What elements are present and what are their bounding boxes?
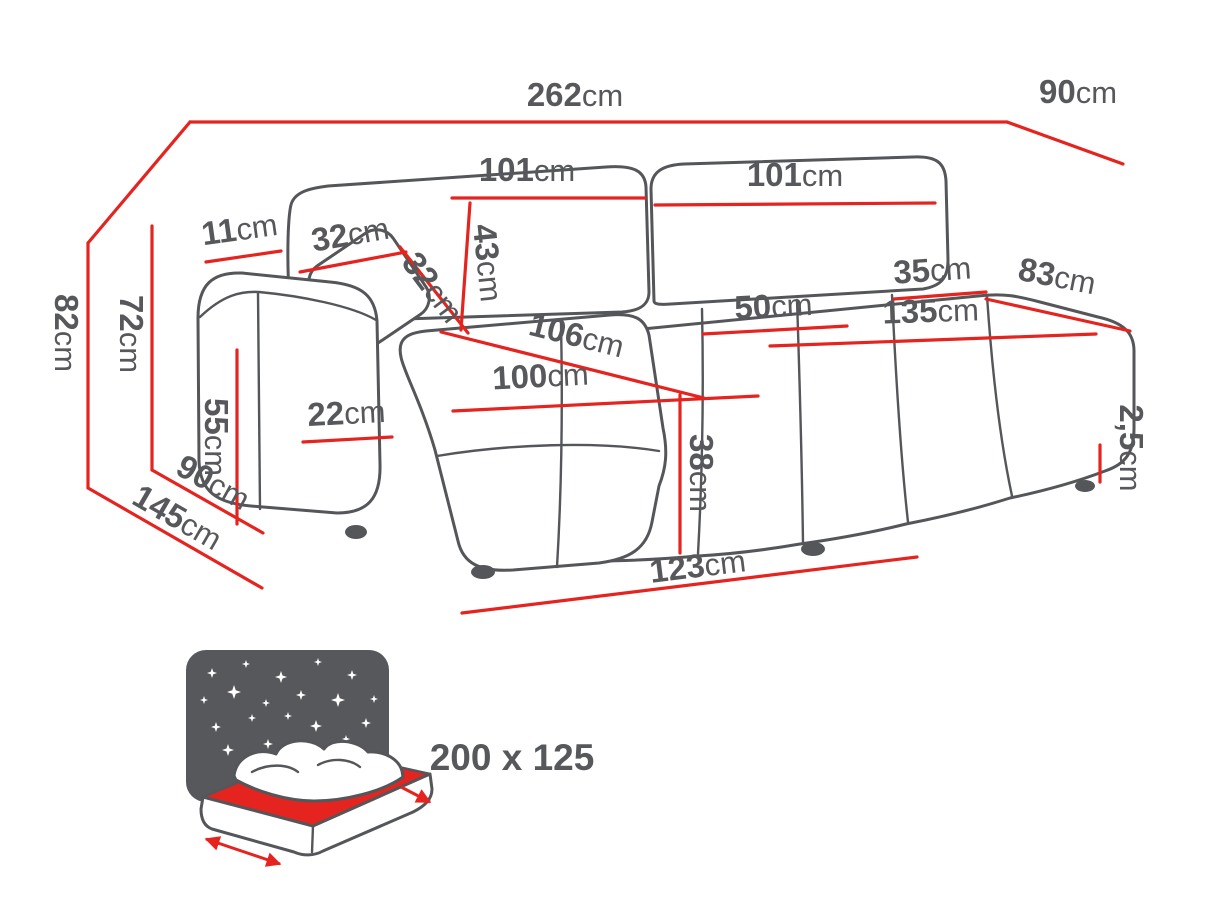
dim-label-total-width: 262cm bbox=[527, 76, 623, 113]
dim-label-armrest-front-width: 22cm bbox=[306, 392, 386, 433]
dim-line-pillow-height bbox=[398, 245, 470, 335]
sofa-leg bbox=[1075, 480, 1095, 492]
dim-line-back-gap-right bbox=[892, 290, 988, 301]
sofa-seat-seam bbox=[795, 298, 805, 545]
dim-line-front-width bbox=[460, 555, 919, 615]
dim-line-seat-width-right bbox=[768, 332, 1098, 348]
sofa-armrest-ridge bbox=[198, 290, 378, 322]
dim-label-seat-height: 55cm bbox=[198, 398, 235, 476]
sofa-seat-seam bbox=[985, 294, 1014, 498]
dim-label-total-height: 82cm bbox=[48, 294, 85, 372]
dim-label-total-depth: 90cm bbox=[1039, 73, 1117, 110]
sofa-armrest bbox=[196, 271, 382, 515]
dim-line-seat-depth bbox=[701, 324, 849, 336]
sofa-seat-seam bbox=[696, 307, 704, 556]
dim-label-chaise-width: 100cm bbox=[491, 355, 589, 397]
dimension-labels: 262cm 90cm 82cm 72cm 55cm 145cm 90cm 11c… bbox=[48, 73, 1150, 590]
dim-line-pillow-width bbox=[298, 250, 408, 274]
sofa-chaise-crease bbox=[435, 443, 661, 458]
sofa-illustration bbox=[196, 155, 1136, 579]
dim-line-depth-with-chaise bbox=[86, 486, 264, 590]
dim-label-side-depth-right: 83cm bbox=[1015, 250, 1099, 301]
fold-out-arrow-left bbox=[204, 836, 282, 867]
sofa-seat-seam bbox=[890, 293, 910, 524]
dim-line-total-depth bbox=[1005, 120, 1125, 166]
dim-line-side-depth-right bbox=[984, 297, 1132, 333]
dimension-lines bbox=[86, 120, 1132, 615]
sofa-leg bbox=[801, 542, 825, 556]
dim-line-chaise-length bbox=[439, 330, 706, 400]
sofa-chaise-seam bbox=[555, 321, 563, 569]
blanket-fold bbox=[250, 764, 300, 774]
dim-label-back-gap-right: 35cm bbox=[892, 248, 972, 290]
dim-line-box-edge-left bbox=[86, 120, 192, 245]
dim-label-backrest-height: 43cm bbox=[466, 222, 511, 303]
dim-line-chaise-depth bbox=[150, 468, 265, 535]
sofa-chaise bbox=[398, 313, 668, 572]
dim-label-pillow-width: 32cm bbox=[308, 209, 391, 259]
sleeping-area-icon: 200 x 125 bbox=[186, 650, 595, 867]
dim-line-backrest-height bbox=[459, 201, 472, 332]
dim-line-armrest-top-width bbox=[204, 249, 283, 264]
dim-label-armrest-top-width: 11cm bbox=[199, 205, 280, 252]
sofa-back-cushion-right bbox=[649, 155, 950, 306]
sofa-leg bbox=[471, 565, 495, 579]
dim-label-front-width: 123cm bbox=[648, 541, 748, 589]
dim-line-chaise-width bbox=[451, 394, 760, 413]
sofa-armrest-corner bbox=[256, 291, 262, 511]
mattress-front-corner bbox=[310, 824, 315, 854]
sofa-leg bbox=[345, 525, 367, 539]
dim-label-armrest-height: 72cm bbox=[113, 295, 150, 373]
dim-label-leg-height: 2,5cm bbox=[1113, 404, 1150, 491]
dim-line-armrest-front-width bbox=[301, 435, 394, 444]
sleeping-size-label: 200 x 125 bbox=[430, 737, 595, 778]
dim-label-seat-front-height: 38cm bbox=[683, 434, 720, 512]
dim-label-back-cushion-left: 101cm bbox=[479, 151, 575, 188]
dim-label-back-cushion-right: 101cm bbox=[747, 156, 843, 193]
fold-out-arrow-right bbox=[400, 785, 432, 804]
dim-label-seat-depth: 50cm bbox=[733, 285, 813, 326]
bed-blanket bbox=[232, 739, 405, 803]
dim-label-seat-width-right: 135cm bbox=[882, 290, 980, 330]
blanket-fold bbox=[316, 758, 362, 769]
dim-line-back-cushion-right bbox=[653, 201, 937, 207]
